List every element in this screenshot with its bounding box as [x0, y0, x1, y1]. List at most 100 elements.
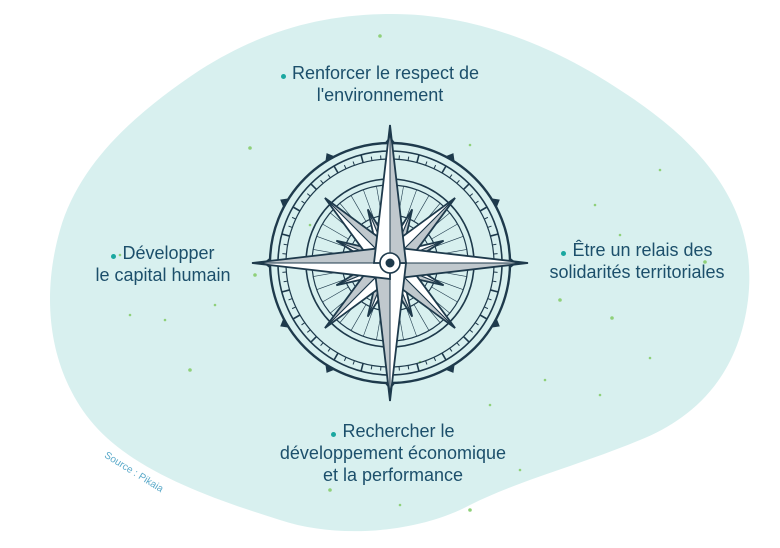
compass-tick	[306, 329, 311, 333]
label-environment-line-1: Renforcer le respect de	[260, 62, 500, 84]
compass-hatch	[363, 189, 374, 218]
speckle-dot	[598, 393, 602, 397]
compass-cardinal-point-shade	[389, 124, 407, 264]
speckle-dot	[248, 146, 252, 150]
compass-hatch	[406, 189, 417, 218]
speckle-dot	[163, 318, 167, 322]
compass-hatch	[363, 308, 374, 337]
compass-tick	[343, 357, 347, 362]
compass-hatch	[413, 304, 430, 331]
compass-tick	[291, 216, 296, 220]
compass-rim-triangle	[444, 153, 455, 163]
compass-hatch	[350, 195, 367, 222]
speckle-dot	[398, 503, 402, 507]
label-human-capital-line-1: Développer	[78, 242, 248, 264]
compass-cardinal-point-shade	[251, 246, 391, 264]
compass-tick	[327, 347, 331, 352]
compass-rim-triangle	[280, 317, 290, 328]
compass-tick	[456, 342, 460, 347]
compass-tick	[441, 352, 447, 361]
compass-rim-triangle	[280, 198, 290, 209]
compass-hatch	[435, 279, 464, 290]
compass-tick	[449, 174, 453, 179]
speckle-dot	[188, 368, 192, 372]
speckle-dot	[253, 273, 257, 277]
compass-rim-triangle	[325, 363, 336, 373]
compass-hatch	[322, 286, 349, 303]
compass-hatch	[431, 286, 458, 303]
compass-tick	[291, 306, 296, 310]
compass-tick	[416, 154, 420, 163]
bullet-dot-icon	[331, 431, 337, 437]
compass-rim-triangle	[490, 198, 500, 209]
compass-tick	[462, 183, 470, 191]
compass-tick	[320, 342, 324, 347]
label-solidarity-text-1: Être un relais des	[572, 240, 713, 260]
compass-tick	[333, 352, 339, 361]
compass-tick	[352, 360, 355, 365]
compass-rim-triangle	[490, 317, 500, 328]
compass-tick	[310, 183, 318, 191]
compass-cardinal-point-shade	[389, 262, 529, 280]
speckle-dot	[543, 378, 547, 382]
compass-hatch	[316, 236, 345, 247]
compass-hatch	[413, 195, 430, 222]
label-economic-line-3: et la performance	[322, 465, 464, 485]
compass-tick	[490, 289, 499, 293]
label-environment-line-2: l'environnement	[316, 85, 444, 105]
compass-tick	[281, 289, 290, 293]
compass-tick	[360, 363, 364, 372]
compass-tick	[433, 357, 437, 362]
compass-hatch	[350, 304, 367, 331]
bullet-dot-icon	[561, 250, 567, 256]
compass-tick	[360, 154, 364, 163]
compass-tick	[474, 322, 479, 326]
label-economic-line-1: Rechercher le	[258, 420, 528, 442]
speckle-dot	[128, 313, 132, 317]
compass-tick	[343, 164, 347, 169]
compass-tick	[288, 298, 293, 301]
speckle-dot	[468, 143, 472, 147]
compass-tick	[462, 335, 470, 343]
speckle-dots	[118, 34, 707, 512]
compass-tick	[292, 206, 301, 212]
compass-tick	[487, 298, 492, 301]
label-solidarity-line-2: solidarités territoriales	[549, 262, 725, 282]
compass-hatch	[431, 223, 458, 240]
compass-tick	[320, 179, 324, 184]
compass-tick	[425, 161, 428, 166]
label-human-capital: Développer le capital humain	[78, 242, 248, 286]
compass-tick	[416, 363, 420, 372]
compass-tick	[407, 365, 410, 370]
label-economic-line-2: développement économique	[279, 443, 507, 463]
speckle-dot	[558, 298, 562, 302]
compass-tick	[474, 200, 479, 204]
compass-tick	[310, 335, 318, 343]
compass-tick	[425, 360, 428, 365]
compass-rim-triangle	[325, 153, 336, 163]
label-solidarity-line-1: Être un relais des	[532, 239, 742, 261]
compass-cardinal-point-shade	[373, 262, 391, 402]
compass-tick	[492, 280, 497, 283]
speckle-dot	[328, 488, 332, 492]
compass-rim-triangle	[444, 363, 455, 373]
compass-tick	[352, 161, 355, 166]
compass-tick	[306, 193, 311, 197]
compass-tick	[487, 225, 492, 228]
label-economic-development: Rechercher le développement économique e…	[258, 420, 528, 486]
speckle-dot	[488, 403, 492, 407]
compass-tick	[281, 233, 290, 237]
label-human-capital-text-1: Développer	[122, 243, 215, 263]
speckle-dot	[118, 253, 122, 257]
compass-tick	[469, 193, 474, 197]
compass-tick	[479, 314, 488, 320]
compass-tick	[469, 329, 474, 333]
compass-hatch	[322, 223, 349, 240]
bullet-dot-icon	[280, 73, 286, 79]
speckle-dot	[378, 34, 382, 38]
compass-tick	[333, 165, 339, 174]
label-solidarity: Être un relais des solidarités territori…	[532, 239, 742, 283]
compass-tick	[370, 365, 373, 370]
label-environment: Renforcer le respect de l'environnement	[260, 62, 500, 106]
